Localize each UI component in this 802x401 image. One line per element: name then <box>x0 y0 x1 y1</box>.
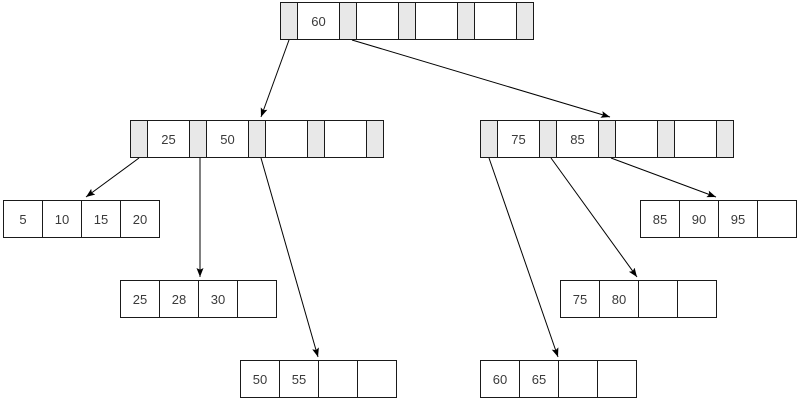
pointer-cell-3 <box>657 120 675 158</box>
key-cell-1: 85 <box>556 120 599 158</box>
key-cell-2 <box>318 360 358 398</box>
key-cell-2: 95 <box>718 200 758 238</box>
key-cell-1: 90 <box>679 200 719 238</box>
root-node: 60 <box>280 2 534 40</box>
internal-left-node: 25 50 <box>130 120 384 158</box>
key-cell-0: 60 <box>297 2 340 40</box>
pointer-cell-1 <box>339 2 357 40</box>
key-cell-0: 5 <box>3 200 43 238</box>
pointer-cell-4 <box>516 2 534 40</box>
key-cell-0: 50 <box>240 360 280 398</box>
child-pointer-arrow-internal-right-pointer-1-to-leaf-4 <box>488 157 559 358</box>
key-cell-3: 20 <box>120 200 160 238</box>
key-cell-3 <box>324 120 367 158</box>
key-cell-2: 30 <box>198 280 238 318</box>
key-cell-1: 50 <box>206 120 249 158</box>
internal-right-node: 75 85 <box>480 120 734 158</box>
key-cell-3 <box>357 360 397 398</box>
key-cell-3 <box>237 280 277 318</box>
pointer-cell-1 <box>539 120 557 158</box>
key-cell-1: 10 <box>42 200 82 238</box>
key-cell-1: 65 <box>519 360 559 398</box>
key-cell-0: 75 <box>560 280 600 318</box>
key-cell-0: 85 <box>640 200 680 238</box>
key-cell-3 <box>597 360 637 398</box>
pointer-cell-0 <box>280 2 298 40</box>
pointer-cell-4 <box>366 120 384 158</box>
key-cell-3 <box>677 280 717 318</box>
key-cell-2 <box>415 2 458 40</box>
pointer-cell-0 <box>130 120 148 158</box>
key-cell-3 <box>674 120 717 158</box>
key-cell-0: 60 <box>480 360 520 398</box>
key-cell-1: 55 <box>279 360 319 398</box>
child-pointer-arrow-internal-right-pointer-3-to-leaf-6 <box>610 157 717 198</box>
key-cell-0: 25 <box>120 280 160 318</box>
key-cell-2 <box>265 120 308 158</box>
key-cell-2 <box>638 280 678 318</box>
pointer-cell-1 <box>189 120 207 158</box>
child-pointer-arrow-root-pointer-1-to-internal-left <box>260 39 290 118</box>
key-cell-0: 75 <box>497 120 540 158</box>
child-pointer-arrow-internal-right-pointer-2-to-leaf-5 <box>550 157 638 278</box>
pointer-cell-0 <box>480 120 498 158</box>
key-cell-0: 25 <box>147 120 190 158</box>
key-cell-2: 15 <box>81 200 121 238</box>
pointer-cell-3 <box>457 2 475 40</box>
key-cell-3 <box>474 2 517 40</box>
key-cell-1 <box>356 2 399 40</box>
pointer-cell-3 <box>307 120 325 158</box>
pointer-cell-4 <box>716 120 734 158</box>
pointer-cell-2 <box>248 120 266 158</box>
key-cell-2 <box>615 120 658 158</box>
key-cell-3 <box>757 200 797 238</box>
key-cell-2 <box>558 360 598 398</box>
key-cell-1: 28 <box>159 280 199 318</box>
key-cell-1: 80 <box>599 280 639 318</box>
pointer-cell-2 <box>398 2 416 40</box>
child-pointer-arrow-internal-left-pointer-1-to-leaf-1 <box>85 157 140 198</box>
child-pointer-arrow-internal-left-pointer-3-to-leaf-3 <box>260 157 319 358</box>
child-pointer-arrow-root-pointer-2-to-internal-right <box>351 39 611 118</box>
pointer-cell-2 <box>598 120 616 158</box>
